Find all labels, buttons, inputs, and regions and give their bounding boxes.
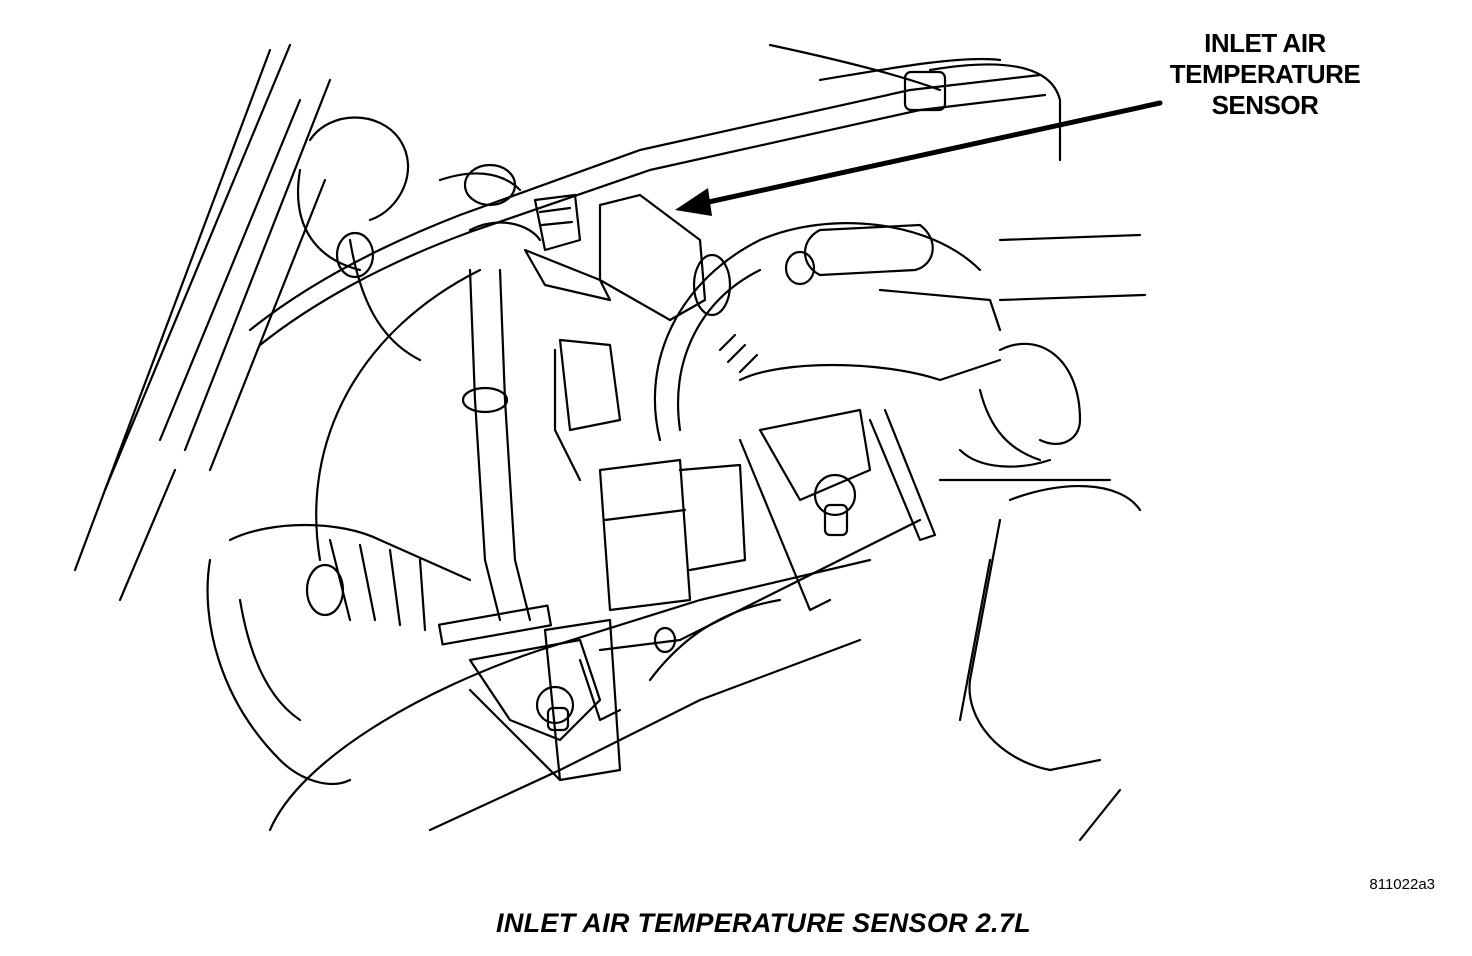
callout-line-2: TEMPERATURE — [1169, 59, 1361, 89]
sensor-callout-label: INLET AIR TEMPERATURE SENSOR — [1130, 28, 1400, 121]
fender-lines — [73, 43, 332, 602]
figure-caption-wrap: INLET AIR TEMPERATURE SENSOR 2.7L — [0, 908, 1472, 939]
figure-id: 811022a3 — [1369, 876, 1435, 893]
air-duct — [938, 233, 1147, 842]
callout-line-3: SENSOR — [1211, 90, 1319, 120]
lower-runners — [206, 523, 872, 832]
lower-injector — [468, 638, 622, 782]
throttle-body — [315, 222, 1002, 562]
callout-arrow — [675, 100, 1163, 216]
wiring-harness — [461, 268, 622, 622]
base-lines — [598, 518, 922, 682]
right-injector — [738, 358, 1002, 612]
callout-line-1: INLET AIR — [1204, 28, 1326, 58]
inlet-air-temperature-sensor — [468, 193, 732, 322]
upper-hose — [248, 43, 1062, 347]
left-hose — [297, 116, 522, 362]
figure-caption: INLET AIR TEMPERATURE SENSOR 2.7L — [496, 908, 1031, 938]
center-connectors — [598, 458, 747, 612]
